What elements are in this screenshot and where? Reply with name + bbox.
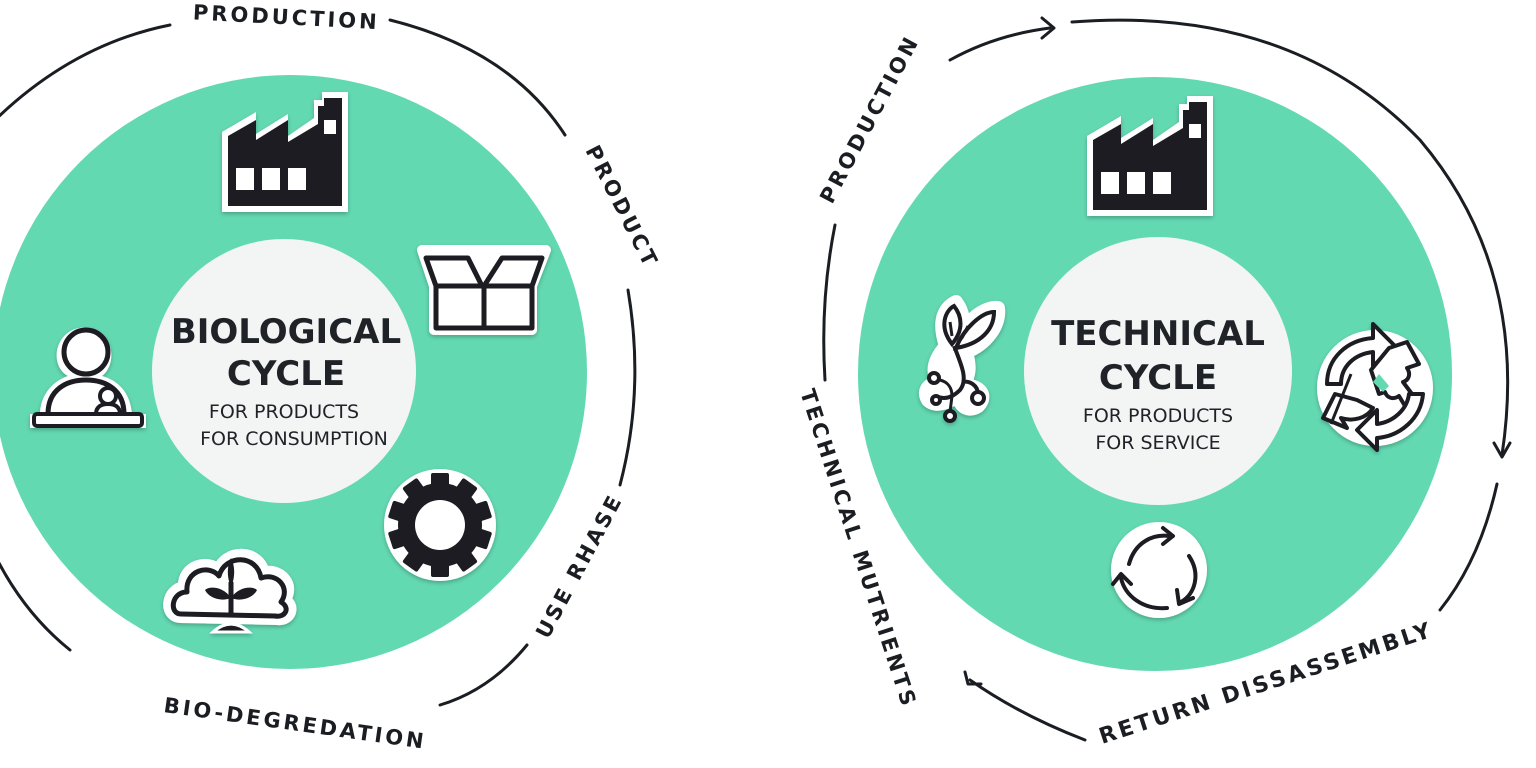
technical-cycle: PRODUCTION TECHNICAL MUTRIENTS RETURN DI… bbox=[795, 16, 1512, 750]
recycle-icon bbox=[1111, 522, 1207, 618]
bio-arc-top-left bbox=[0, 23, 172, 118]
bio-arc-top-right bbox=[388, 18, 567, 137]
tech-arc-top-right bbox=[1070, 18, 1510, 457]
bio-label-bio-degradation: BIO-DEGREDATION bbox=[162, 693, 428, 754]
bio-title-line2: CYCLE bbox=[227, 354, 345, 394]
biological-cycle: PRODUCTION PRODUCT USE RHASE BIO-DEGREDA… bbox=[0, 0, 664, 754]
bio-label-product: PRODUCT bbox=[581, 141, 664, 272]
gear-icon bbox=[384, 469, 496, 581]
tech-arc-bottom bbox=[968, 678, 1087, 742]
technical-outer-ring bbox=[822, 18, 1510, 742]
bio-arc-lower-right bbox=[438, 643, 529, 707]
plant-cloud-icon bbox=[163, 548, 297, 634]
tech-arc-lower-right bbox=[1438, 482, 1499, 612]
recycle-puzzle-icon bbox=[1317, 322, 1433, 452]
tech-sub-line2: FOR SERVICE bbox=[1095, 432, 1220, 454]
tech-title-line2: CYCLE bbox=[1099, 358, 1217, 398]
box-icon bbox=[417, 245, 551, 335]
tech-sub-line1: FOR PRODUCTS bbox=[1083, 405, 1233, 427]
bio-arc-right bbox=[618, 288, 637, 487]
tech-arc-top-left bbox=[948, 26, 1052, 62]
factory-icon bbox=[222, 92, 348, 212]
arrowhead-top bbox=[1040, 16, 1056, 40]
bio-arc-left bbox=[0, 561, 72, 652]
tech-arrowheads bbox=[963, 16, 1512, 686]
biological-outer-ring bbox=[0, 18, 637, 707]
leaf-sprout-icon bbox=[918, 295, 1006, 423]
arrowhead-right bbox=[1492, 441, 1512, 459]
bio-title-line1: BIOLOGICAL bbox=[171, 312, 401, 352]
tech-arc-left bbox=[822, 223, 837, 382]
biological-center-circle bbox=[152, 239, 416, 503]
tech-label-production: PRODUCTION bbox=[815, 31, 924, 207]
arrowhead-bottom-left bbox=[963, 670, 983, 686]
bio-label-production: PRODUCTION bbox=[192, 0, 380, 34]
tech-title-line1: TECHNICAL bbox=[1051, 314, 1265, 354]
factory-icon bbox=[1087, 96, 1213, 216]
technical-center-circle bbox=[1024, 237, 1292, 505]
bio-sub-line1: FOR PRODUCTS bbox=[209, 401, 359, 423]
person-desk-icon bbox=[30, 327, 146, 428]
bio-sub-line2: FOR CONSUMPTION bbox=[200, 428, 388, 450]
